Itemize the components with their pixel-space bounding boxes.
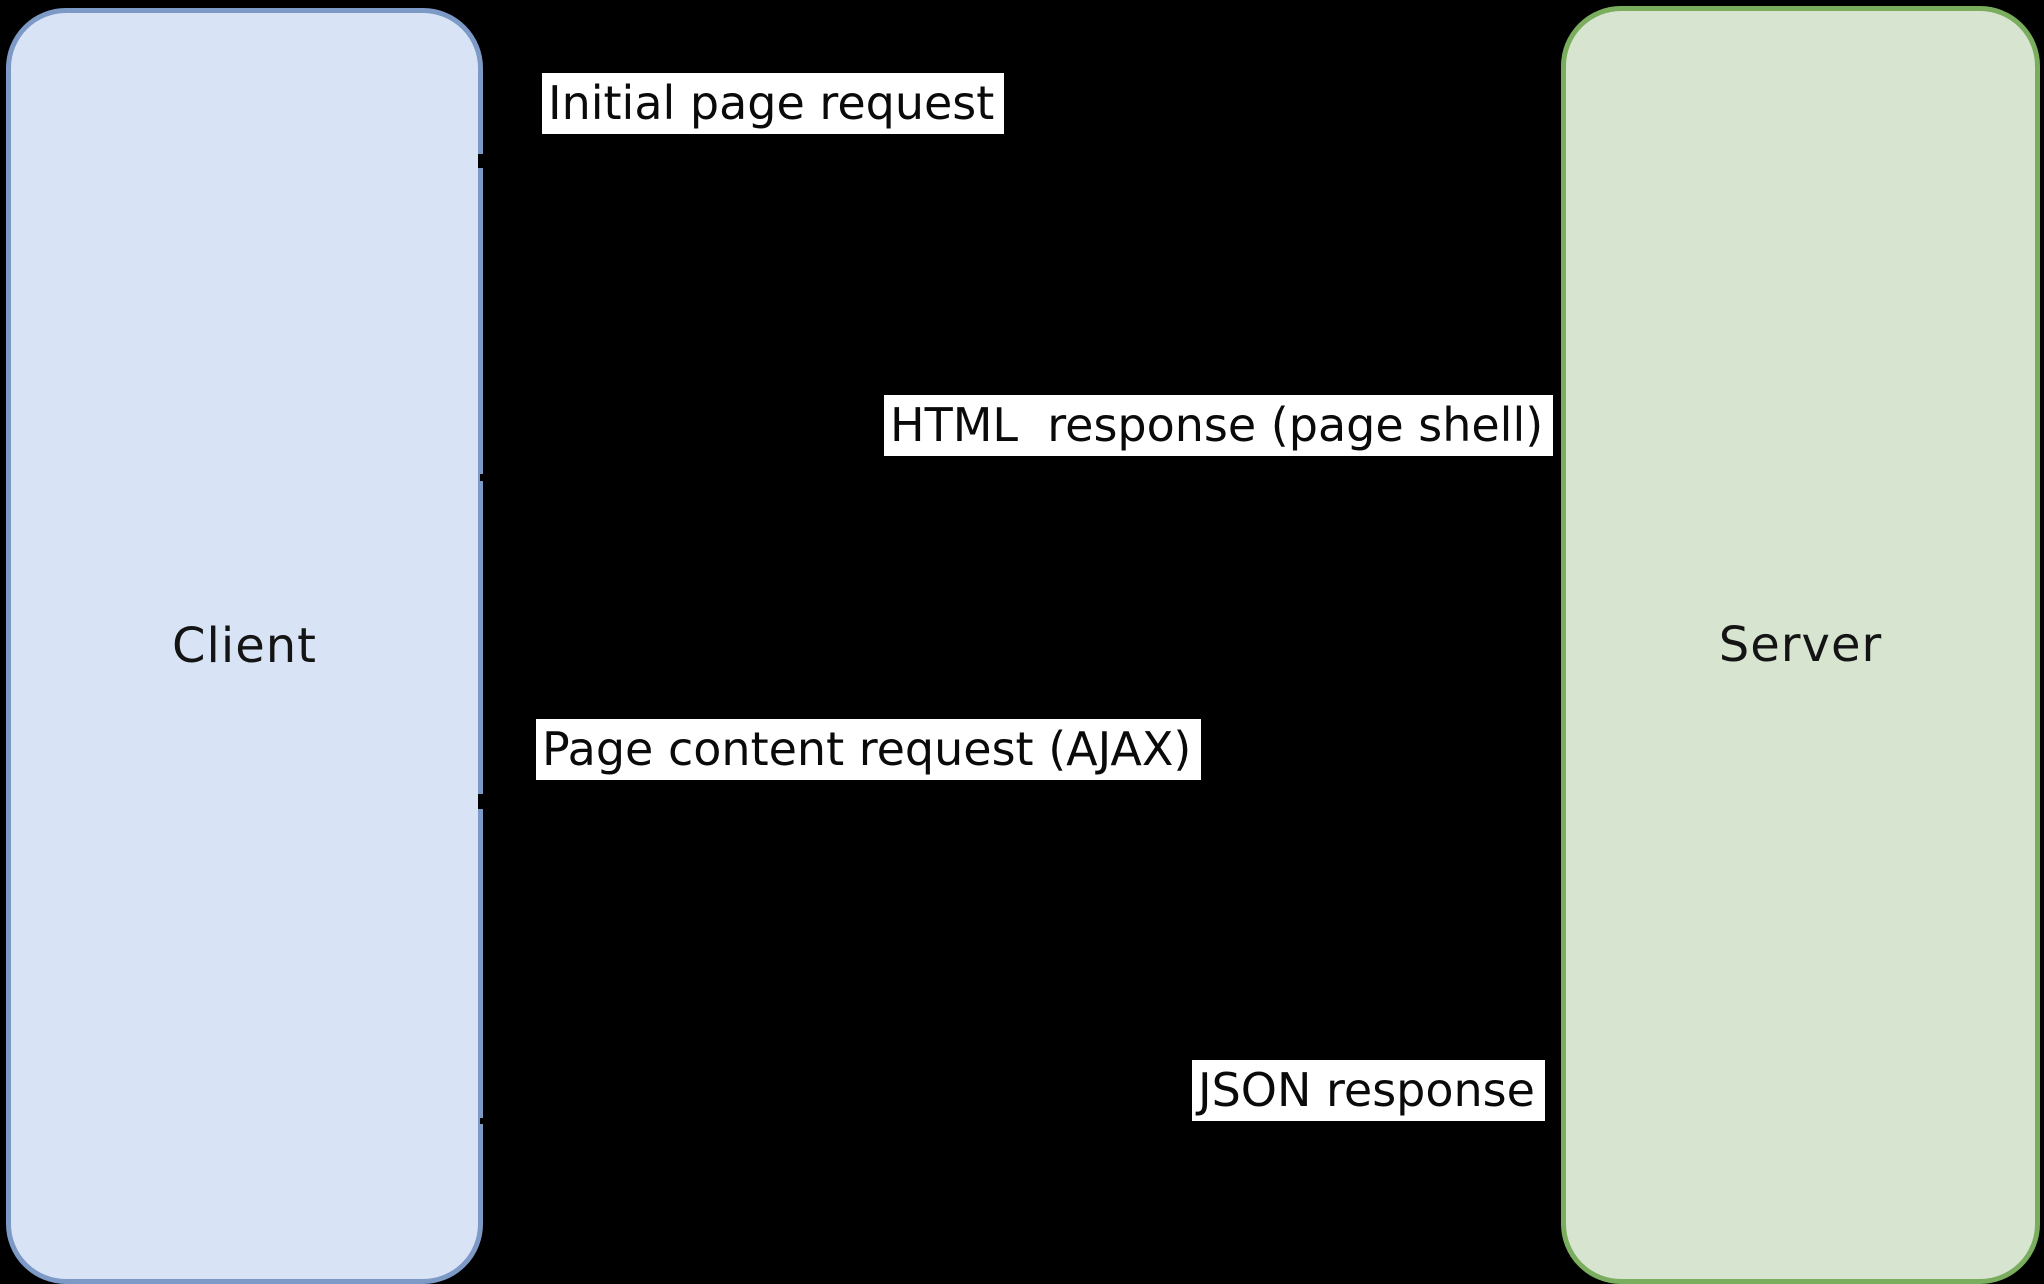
client-node-label: Client xyxy=(172,618,317,674)
arrow-endpoint-mark xyxy=(1556,797,1561,804)
arrow-endpoint-mark xyxy=(1553,475,1560,489)
server-node: Server xyxy=(1561,6,2040,1284)
arrow-endpoint-mark xyxy=(1556,161,1561,168)
server-node-label: Server xyxy=(1718,617,1883,673)
arrow-endpoint-mark xyxy=(480,1118,485,1124)
arrow-html-response xyxy=(482,466,1557,491)
message-label-page-content-request: Page content request (AJAX) xyxy=(536,719,1202,780)
message-label-json-response: JSON response xyxy=(1192,1060,1545,1121)
message-label-initial-page-request: Initial page request xyxy=(542,73,1005,134)
arrow-initial-page-request xyxy=(480,151,1559,176)
arrow-endpoint-mark xyxy=(478,154,484,168)
arrow-endpoint-mark xyxy=(480,474,485,481)
arrow-endpoint-mark xyxy=(478,794,484,809)
arrow-json-response xyxy=(482,1109,1557,1134)
arrow-endpoint-mark xyxy=(1553,1117,1560,1132)
message-label-html-response: HTML response (page shell) xyxy=(884,395,1554,456)
client-node: Client xyxy=(6,8,483,1284)
